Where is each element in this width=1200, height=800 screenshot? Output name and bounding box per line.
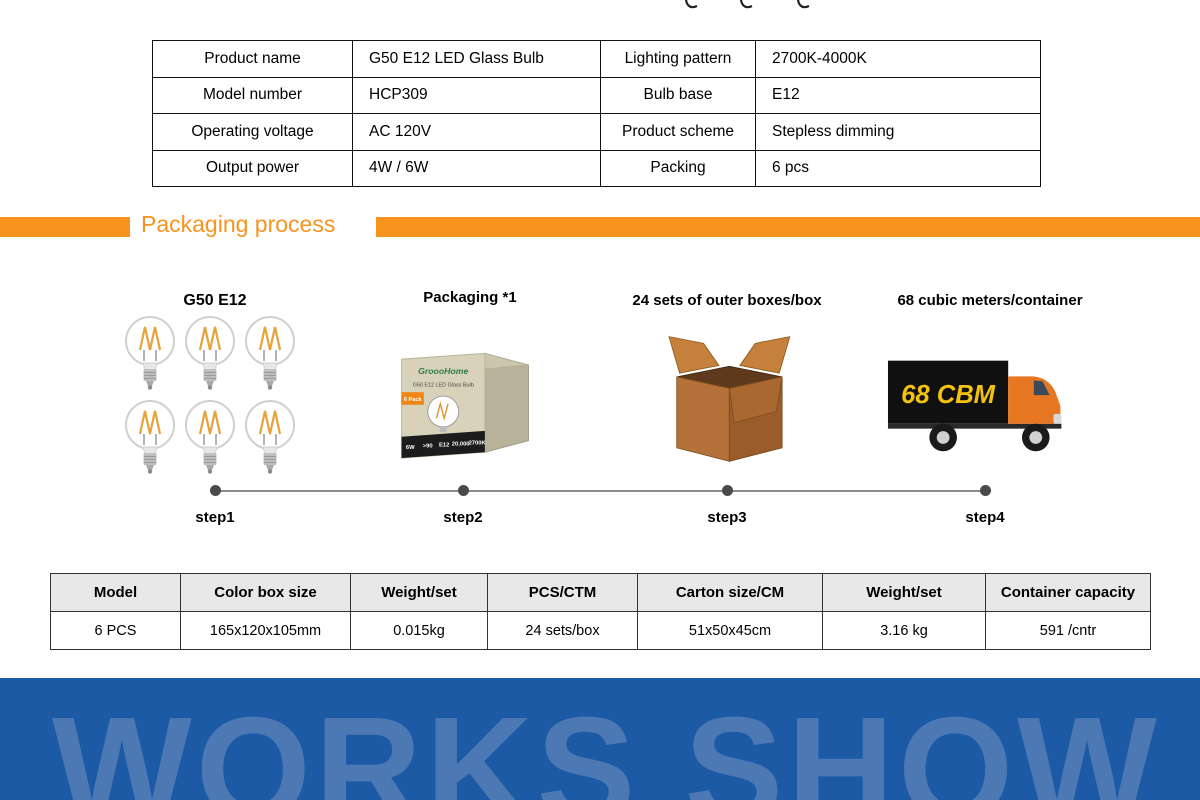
column-header: Weight/set bbox=[822, 573, 986, 612]
banner-title: WORKS SHOW bbox=[52, 687, 1161, 800]
table-cell: 24 sets/box bbox=[487, 611, 638, 650]
table-row: Model number HCP309 Bulb base E12 bbox=[152, 76, 1041, 114]
table-row: 6 PCS 165x120x105mm 0.015kg 24 sets/box … bbox=[50, 611, 1151, 650]
open-carton-graphic bbox=[668, 336, 791, 462]
timeline-line bbox=[215, 490, 985, 492]
column-header: PCS/CTM bbox=[487, 573, 638, 612]
table-cell: 51x50x45cm bbox=[637, 611, 823, 650]
spec-value: G50 E12 LED Glass Bulb bbox=[352, 40, 601, 78]
package-product-name: G50 E12 LED Glass Bulb bbox=[413, 382, 474, 388]
timeline-dot bbox=[458, 485, 469, 496]
step1-label: step1 bbox=[195, 509, 235, 526]
light-bulb-icon bbox=[245, 400, 295, 474]
package-badge: >90 bbox=[423, 444, 433, 450]
spec-value: AC 120V bbox=[352, 113, 601, 151]
package-badge: 2700K bbox=[469, 440, 487, 446]
spec-label: Product scheme bbox=[600, 113, 756, 151]
table-header-row: Model Color box size Weight/set PCS/CTM … bbox=[50, 573, 1151, 612]
column-header: Container capacity bbox=[985, 573, 1151, 612]
bulb-grid bbox=[122, 314, 300, 476]
spec-value: 4W / 6W bbox=[352, 149, 601, 187]
step1-title: G50 E12 bbox=[183, 292, 247, 309]
spec-value: Stepless dimming bbox=[755, 113, 1041, 151]
table-cell: 0.015kg bbox=[350, 611, 488, 650]
spec-label: Packing bbox=[600, 149, 756, 187]
column-header: Carton size/CM bbox=[637, 573, 823, 612]
spec-value: E12 bbox=[755, 76, 1041, 114]
step4-title: 68 cubic meters/container bbox=[897, 292, 1083, 309]
container-truck-graphic: 68 CBM bbox=[887, 360, 1062, 452]
table-row: Operating voltage AC 120V Product scheme… bbox=[152, 113, 1041, 151]
package-badge: 6W bbox=[406, 445, 415, 451]
section-title: Packaging process bbox=[141, 211, 336, 237]
packing-data-table: Model Color box size Weight/set PCS/CTM … bbox=[50, 573, 1151, 650]
spec-label: Product name bbox=[152, 40, 353, 78]
table-row: Product name G50 E12 LED Glass Bulb Ligh… bbox=[152, 40, 1041, 78]
table-cell: 165x120x105mm bbox=[180, 611, 351, 650]
column-header: Weight/set bbox=[350, 573, 488, 612]
spec-label: Lighting pattern bbox=[600, 40, 756, 78]
column-header: Color box size bbox=[180, 573, 351, 612]
spec-label: Output power bbox=[152, 149, 353, 187]
table-cell: 6 PCS bbox=[50, 611, 181, 650]
timeline-dot bbox=[210, 485, 221, 496]
column-header: Model bbox=[50, 573, 181, 612]
step2-label: step2 bbox=[443, 509, 483, 526]
package-badge: 20,000 bbox=[452, 442, 470, 448]
spec-value: HCP309 bbox=[352, 76, 601, 114]
light-bulb-icon bbox=[125, 316, 175, 390]
light-bulb-icon bbox=[125, 400, 175, 474]
table-row: Output power 4W / 6W Packing 6 pcs bbox=[152, 149, 1041, 187]
spec-value: 2700K-4000K bbox=[755, 40, 1041, 78]
spec-label: Operating voltage bbox=[152, 113, 353, 151]
light-bulb-icon bbox=[185, 400, 235, 474]
cropped-heading-artifact bbox=[684, 0, 810, 9]
table-cell: 3.16 kg bbox=[822, 611, 986, 650]
light-bulb-icon bbox=[185, 316, 235, 390]
section-accent-bar-right bbox=[376, 217, 1200, 237]
step3-title: 24 sets of outer boxes/box bbox=[632, 292, 822, 309]
package-pack-tag: 6 Pack bbox=[404, 397, 423, 403]
truck-cbm-label: 68 CBM bbox=[901, 381, 996, 409]
step3-label: step3 bbox=[707, 509, 747, 526]
spec-label: Model number bbox=[152, 76, 353, 114]
spec-value: 6 pcs bbox=[755, 149, 1041, 187]
spec-label: Bulb base bbox=[600, 76, 756, 114]
timeline-dot bbox=[980, 485, 991, 496]
package-box-graphic: GroooHome G50 E12 LED Glass Bulb 6 Pack … bbox=[401, 352, 529, 459]
step4-label: step4 bbox=[965, 509, 1005, 526]
package-brand: GroooHome bbox=[418, 366, 468, 376]
step2-title: Packaging *1 bbox=[423, 289, 517, 306]
table-cell: 591 /cntr bbox=[985, 611, 1151, 650]
product-spec-table: Product name G50 E12 LED Glass Bulb Ligh… bbox=[152, 40, 1041, 187]
works-show-banner: WORKS SHOW bbox=[0, 678, 1200, 800]
light-bulb-icon bbox=[245, 316, 295, 390]
package-badge: E12 bbox=[439, 443, 449, 449]
timeline-dot bbox=[722, 485, 733, 496]
section-accent-bar-left bbox=[0, 217, 130, 237]
